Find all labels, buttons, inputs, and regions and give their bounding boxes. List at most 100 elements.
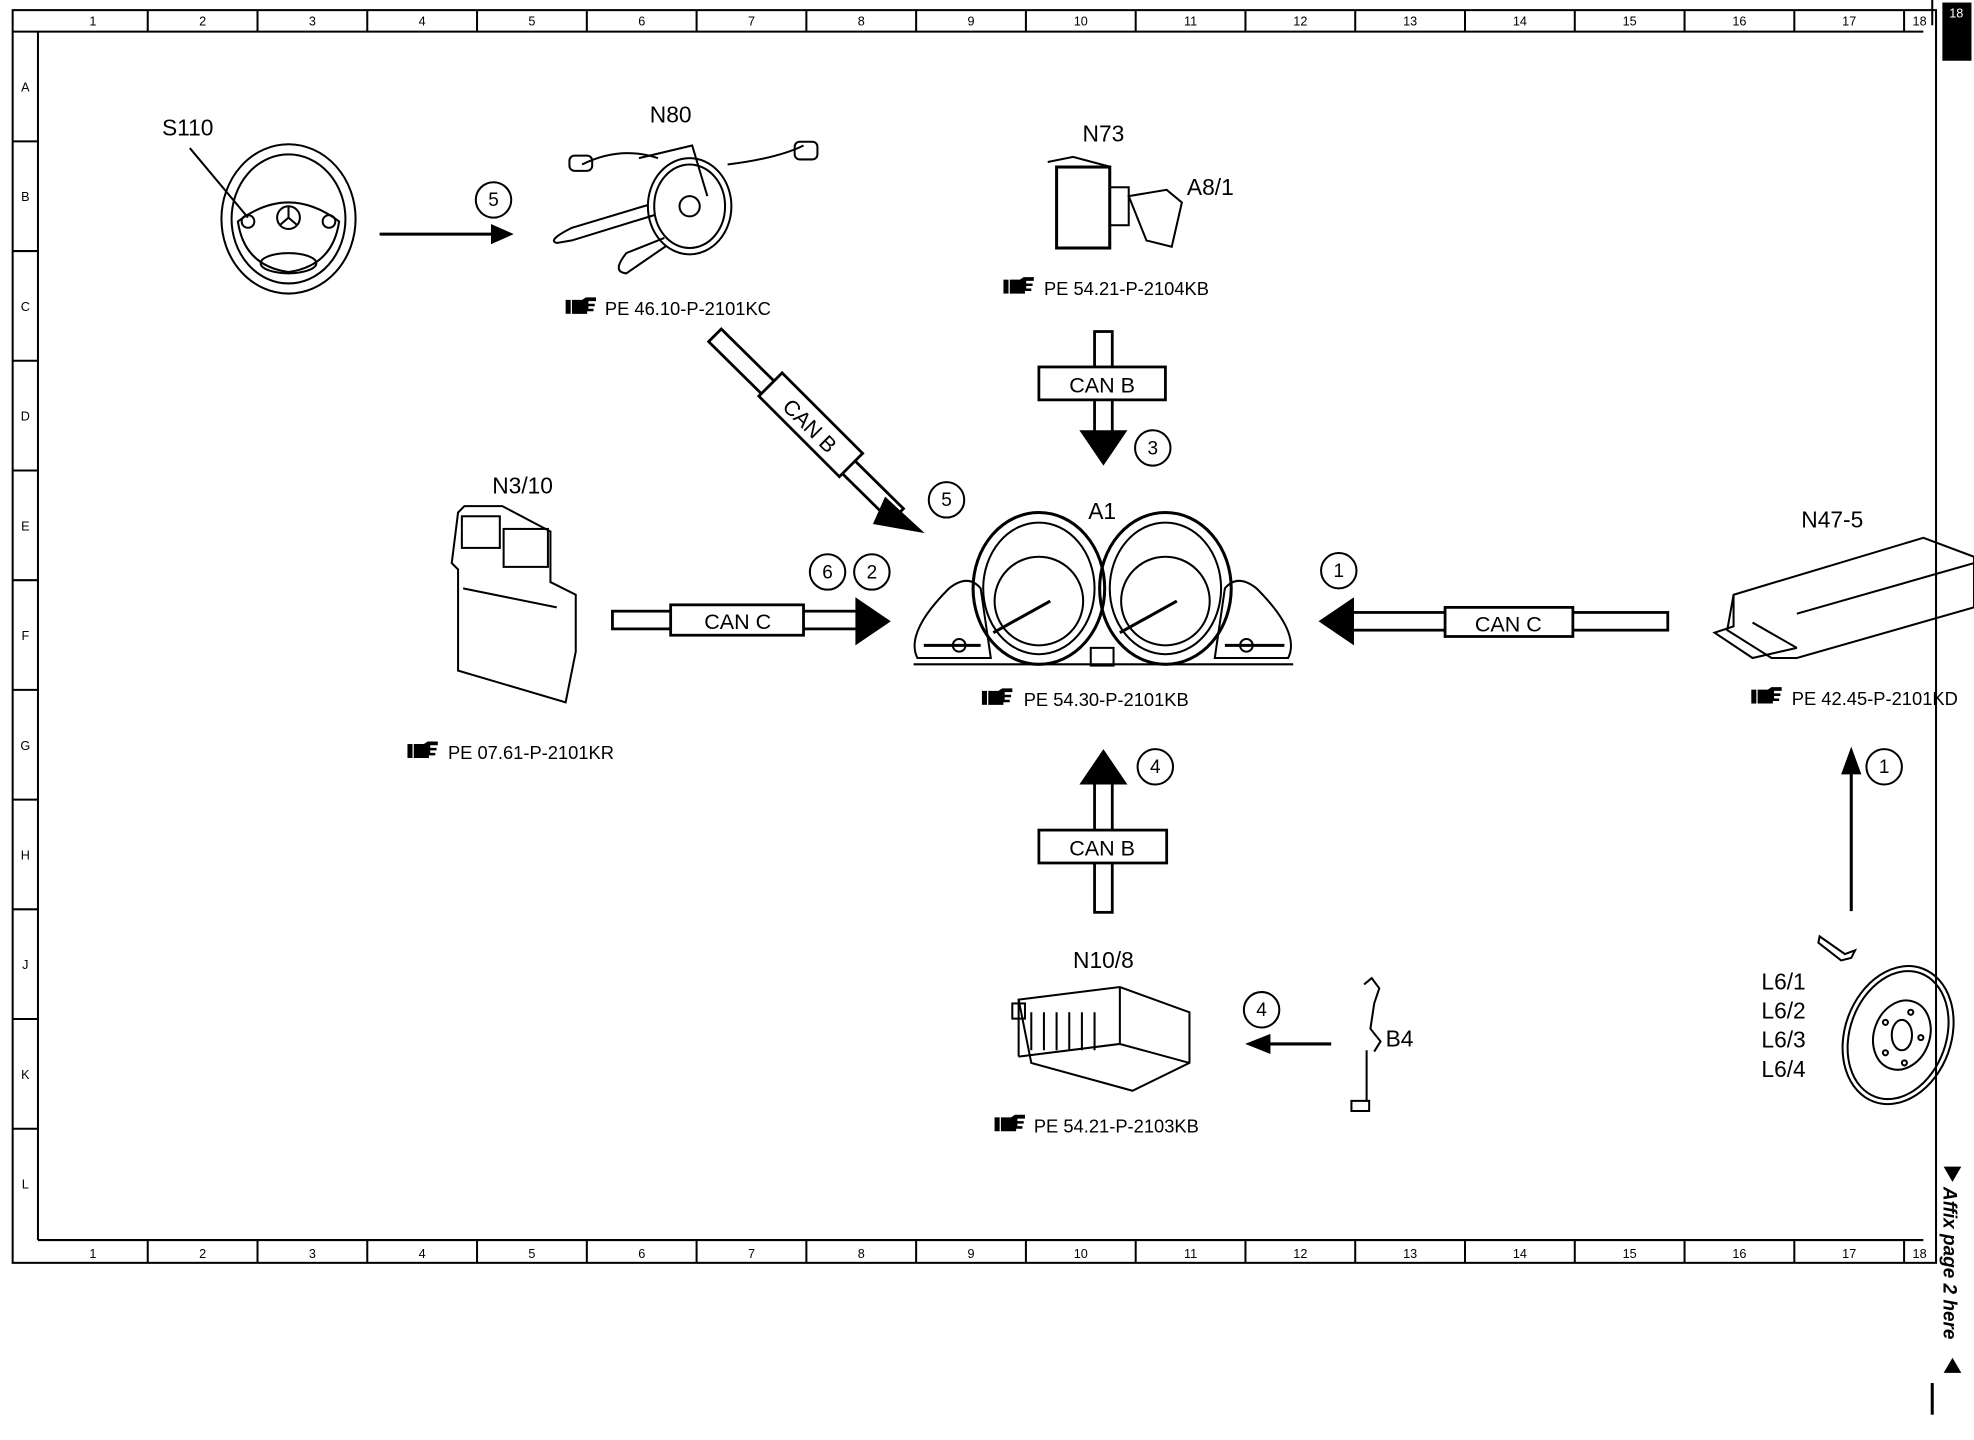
column-label: 3 [309, 1247, 316, 1261]
row-label: D [21, 410, 30, 424]
svg-text:CAN B: CAN B [1069, 373, 1135, 397]
component-l6[interactable]: L6/1 L6/2 L6/3 L6/4 [1761, 934, 1972, 1119]
column-label: 5 [528, 1247, 535, 1261]
column-label: 15 [1623, 1247, 1637, 1261]
row-label: G [20, 739, 30, 753]
column-label: 18 [1913, 1247, 1927, 1261]
svg-text:6: 6 [822, 562, 833, 583]
svg-text:PE 42.45-P-2101KD: PE 42.45-P-2101KD [1792, 688, 1958, 709]
svg-text:PE 46.10-P-2101KC: PE 46.10-P-2101KC [605, 298, 771, 319]
svg-text:L6/2: L6/2 [1761, 998, 1805, 1024]
svg-text:A8/1: A8/1 [1187, 174, 1234, 200]
row-label: B [21, 190, 29, 204]
column-label: 3 [309, 14, 316, 28]
svg-text:18: 18 [1949, 7, 1963, 21]
svg-text:5: 5 [941, 490, 952, 511]
column-label: 7 [748, 1247, 755, 1261]
row-label: F [21, 629, 29, 643]
column-label: 1 [89, 1247, 96, 1261]
column-label: 10 [1074, 1247, 1088, 1261]
svg-text:1: 1 [1333, 561, 1344, 582]
triangle-up-icon [1943, 1357, 1962, 1373]
wheel-speed-sensor-icon [1817, 934, 1955, 1106]
column-label: 8 [858, 14, 865, 28]
column-label: 2 [199, 14, 206, 28]
column-label: 9 [968, 14, 975, 28]
column-label: 10 [1074, 14, 1088, 28]
column-label: 4 [419, 1247, 426, 1261]
component-n80[interactable]: N80 PE 46.10-P-2101KC [552, 102, 819, 319]
svg-text:B4: B4 [1386, 1025, 1414, 1051]
svg-text:3: 3 [1147, 438, 1158, 459]
svg-text:L6/1: L6/1 [1761, 969, 1805, 995]
bus-n3-10-a1: CAN C 6 2 [611, 553, 891, 646]
steering-column-switch-icon [552, 140, 819, 275]
signal-arrow-b4-n10-8: 4 [1242, 991, 1332, 1055]
svg-text:2: 2 [867, 562, 878, 583]
signal-arrow-s110-n80: 5 [379, 181, 514, 245]
row-label: H [21, 849, 30, 863]
column-label: 1 [89, 14, 96, 28]
svg-text:N10/8: N10/8 [1073, 947, 1134, 973]
component-n3-10[interactable]: N3/10 PE 07.61-P-2101KR [407, 472, 614, 763]
svg-text:PE 07.61-P-2101KR: PE 07.61-P-2101KR [448, 742, 614, 763]
row-label: C [21, 300, 30, 314]
svg-text:CAN B: CAN B [1069, 836, 1135, 860]
drawing-frame: 1122334455667788991010111112121313141415… [11, 9, 1938, 1264]
column-label: 11 [1184, 14, 1197, 28]
instrument-cluster-icon [913, 510, 1294, 667]
signal-arrow-l6-n47-5: 1 [1841, 746, 1903, 912]
column-label: 12 [1293, 1247, 1307, 1261]
svg-text:PE 54.21-P-2104KB: PE 54.21-P-2104KB [1044, 278, 1209, 299]
column-label: 15 [1623, 14, 1637, 28]
component-a1[interactable]: A1 PE 54.30-P-2101KB [913, 498, 1294, 710]
svg-text:Affix page 2 here: Affix page 2 here [1939, 1186, 1960, 1340]
column-label: 8 [858, 1247, 865, 1261]
row-label: K [21, 1068, 30, 1082]
component-label: S110 [162, 114, 213, 140]
component-n10-8[interactable]: N10/8 PE 54.21-P-2103KB [994, 947, 1199, 1137]
row-label: A [21, 81, 30, 95]
column-label: 7 [748, 14, 755, 28]
column-label: 9 [968, 1247, 975, 1261]
column-label: 2 [199, 1247, 206, 1261]
svg-text:N73: N73 [1083, 121, 1125, 147]
column-label: 13 [1403, 1247, 1417, 1261]
bus-n73-a1: CAN B 3 [1037, 330, 1172, 467]
column-label: 14 [1513, 1247, 1527, 1261]
svg-text:5: 5 [488, 190, 499, 211]
svg-text:L6/3: L6/3 [1761, 1027, 1805, 1053]
triangle-down-icon [1943, 1166, 1962, 1182]
bus-n47-5-a1: CAN C 1 [1318, 551, 1670, 646]
column-label: 11 [1184, 1247, 1197, 1261]
svg-text:N47-5: N47-5 [1801, 507, 1863, 533]
bus-n10-8-a1: CAN B 4 [1037, 748, 1175, 914]
component-n47-5[interactable]: N47-5 PE 42.45-P-2101KD [1712, 507, 1974, 709]
affix-note: Affix page 2 here [1930, 1166, 1962, 1415]
esp-control-unit-icon [1712, 536, 1974, 660]
component-b4[interactable]: B4 [1350, 976, 1414, 1113]
ignition-switch-icon [1047, 155, 1183, 250]
column-label: 13 [1403, 14, 1417, 28]
row-label: E [21, 519, 29, 533]
svg-text:4: 4 [1150, 757, 1161, 778]
column-label: 16 [1732, 14, 1746, 28]
svg-text:PE 54.21-P-2103KB: PE 54.21-P-2103KB [1034, 1116, 1199, 1137]
svg-text:CAN C: CAN C [1475, 612, 1542, 636]
svg-text:L6/4: L6/4 [1761, 1056, 1805, 1082]
column-label: 14 [1513, 14, 1527, 28]
column-label: 4 [419, 14, 426, 28]
component-s110[interactable]: S110 [162, 114, 357, 295]
svg-text:1: 1 [1879, 757, 1890, 778]
column-label: 6 [638, 1247, 645, 1261]
bus-n80-a1: CAN B 5 [706, 327, 966, 534]
svg-text:PE 54.30-P-2101KB: PE 54.30-P-2101KB [1024, 689, 1189, 710]
column-label: 16 [1732, 1247, 1746, 1261]
steering-wheel-icon [220, 143, 357, 295]
component-n73[interactable]: N73 A8/1 PE 54.21-P-2104KB [1003, 121, 1234, 299]
fuel-level-sensor-icon [1350, 976, 1382, 1113]
corner-tab: 18 [1942, 2, 1972, 61]
sam-module-icon [1011, 985, 1191, 1092]
row-label: L [22, 1178, 29, 1192]
